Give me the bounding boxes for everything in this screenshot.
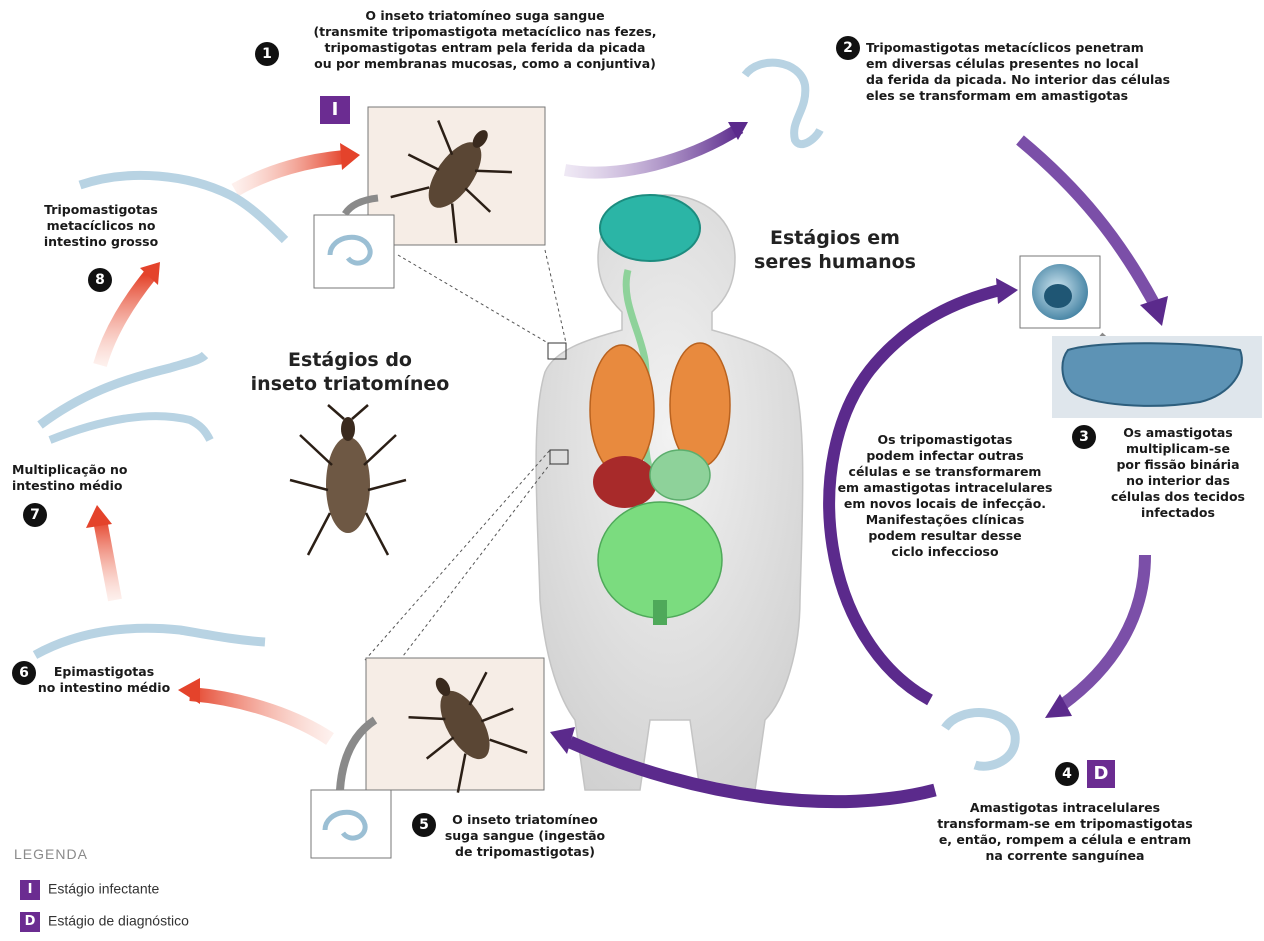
stomach-illustration — [650, 450, 710, 500]
legend-title: LEGENDA — [14, 846, 88, 862]
step-5-label: O inseto triatomíneo suga sangue (ingest… — [430, 812, 620, 860]
zoom-line — [400, 464, 550, 660]
step-1-number: 1 — [255, 42, 279, 66]
insect-stages-heading: Estágios do inseto triatomíneo — [235, 348, 465, 396]
infective-stage-badge: I — [320, 96, 350, 124]
step-3-number: 3 — [1072, 425, 1096, 449]
human-stages-heading: Estágios em seres humanos — [745, 226, 925, 274]
arrow-3-to-4 — [1062, 555, 1145, 705]
epimastigote-6-illustration — [35, 628, 265, 655]
zoom-line — [398, 255, 548, 343]
step-7-number: 7 — [23, 503, 47, 527]
trypomastigote-4-illustration — [945, 713, 1015, 767]
arrow-5-to-6 — [190, 694, 330, 739]
legend-diagnostic-badge: D — [20, 912, 40, 932]
legend-diagnostic-label: Estágio de diagnóstico — [48, 913, 189, 929]
amastigote-nucleus-illustration — [1044, 284, 1072, 308]
step-4-number: 4 — [1055, 762, 1079, 786]
arrow-6-to-7 — [100, 520, 115, 600]
arrow-6-to-7-head — [86, 505, 112, 528]
arrow-reinfection-head — [996, 278, 1018, 304]
step-8-label: Tripomastigotas metacíclicos no intestin… — [16, 202, 186, 250]
step-7-label: Multiplicação no intestino médio — [12, 462, 182, 494]
arrow-2-to-3-head — [1140, 296, 1168, 326]
parasite-inset-bottom — [311, 790, 391, 858]
epimastigote-7b-illustration — [50, 416, 210, 440]
step-6-label: Epimastigotas no intestino médio — [24, 664, 184, 696]
legend-infective-label: Estágio infectante — [48, 881, 159, 897]
right-lung-illustration — [590, 345, 654, 475]
brain-illustration — [600, 195, 700, 261]
parasite-inset-top — [314, 215, 394, 288]
arrow-8-to-1-head — [340, 143, 360, 170]
step-8-number: 8 — [88, 268, 112, 292]
arrow-1-to-2 — [565, 128, 740, 173]
arrow-8-to-1 — [235, 157, 345, 190]
step-2-label: Tripomastigotas metacíclicos penetram em… — [866, 40, 1226, 104]
step-2-number: 2 — [836, 36, 860, 60]
legend-item-diagnostic: D Estágio de diagnóstico — [20, 912, 189, 932]
legend-infective-badge: I — [20, 880, 40, 900]
triatomine-bug-center-illustration — [290, 405, 406, 555]
step-4-label: Amastigotas intracelulares transformam-s… — [905, 800, 1225, 864]
zoom-line — [545, 250, 566, 343]
reinfection-note: Os tripomastigotas podem infectar outras… — [825, 432, 1065, 560]
legend-item-infective: I Estágio infectante — [20, 880, 159, 900]
step-1-label: O inseto triatomíneo suga sangue (transm… — [280, 8, 690, 72]
trypomastigote-2-illustration — [745, 63, 820, 144]
zoom-line — [365, 450, 550, 660]
left-lung-illustration — [670, 343, 730, 467]
step-3-label: Os amastigotas multiplicam-se por fissão… — [1098, 425, 1258, 521]
diagnostic-stage-badge: D — [1087, 760, 1115, 788]
infected-cell-illustration — [1062, 343, 1241, 406]
liver-illustration — [593, 456, 657, 508]
